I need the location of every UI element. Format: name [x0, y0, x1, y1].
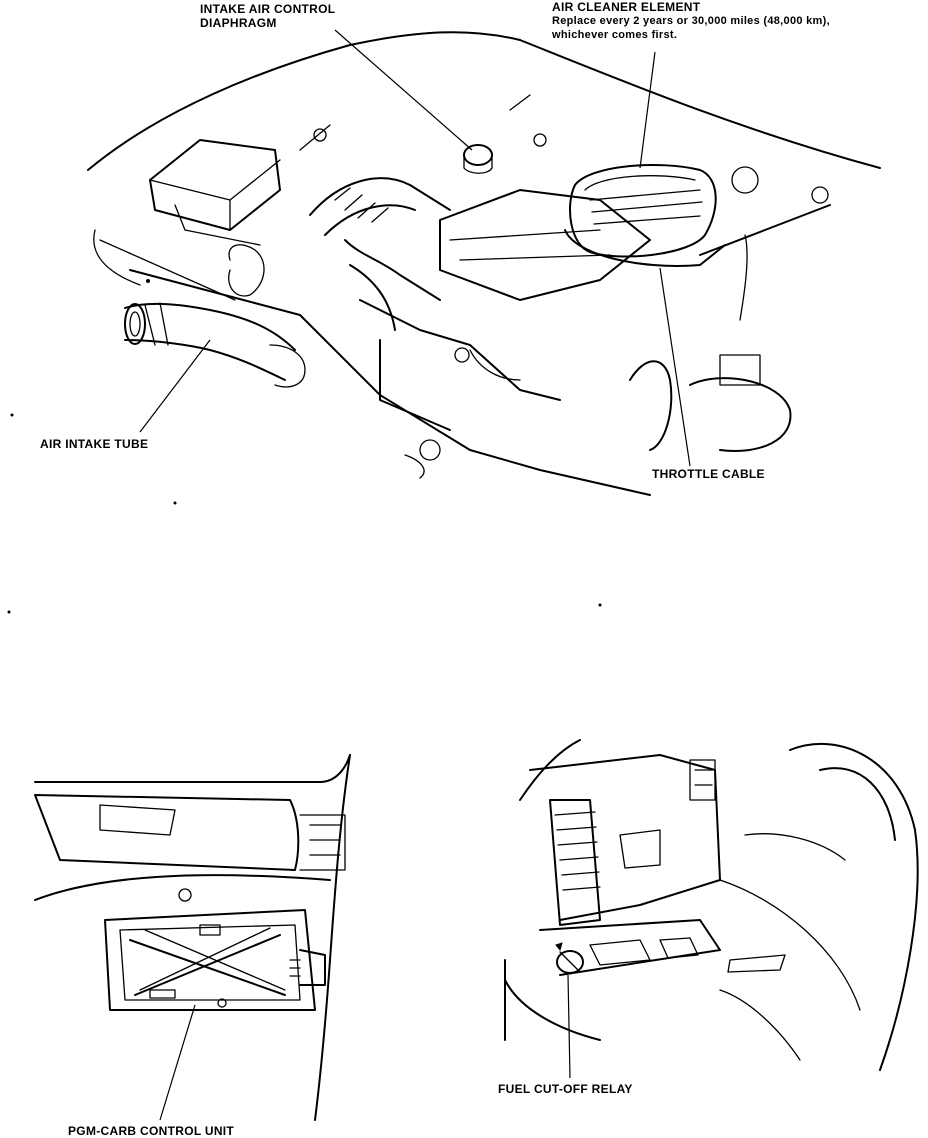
leader-air-intake-tube [139, 339, 211, 433]
leader-air-cleaner [639, 51, 656, 169]
leader-throttle-cable [659, 267, 691, 467]
leader-intake-air-control [334, 29, 473, 151]
fuel-cut-off-label: FUEL CUT-OFF RELAY [498, 1082, 633, 1096]
air-cleaner-note2: whichever comes first. [552, 29, 678, 41]
intake-air-control-label: INTAKE AIR CONTROL DIAPHRAGM [200, 2, 335, 30]
leader-fuel-cut-off [567, 974, 571, 1079]
glovebox-area [34, 754, 351, 1121]
throttle-cable-label: THROTTLE CABLE [652, 467, 765, 481]
intake-air-control-line2: DIAPHRAGM [200, 16, 277, 30]
leader-pgm-carb [159, 1004, 196, 1121]
air-cleaner-label: AIR CLEANER ELEMENT Replace every 2 year… [552, 0, 830, 42]
air-cleaner-title: AIR CLEANER ELEMENT [552, 0, 701, 14]
engine-compartment [87, 31, 881, 496]
air-cleaner-note1: Replace every 2 years or 30,000 miles (4… [552, 15, 830, 27]
air-intake-tube-label: AIR INTAKE TUBE [40, 437, 149, 451]
pgm-carb-label: PGM-CARB CONTROL UNIT [68, 1124, 235, 1138]
dash-right-area [504, 739, 919, 1071]
intake-air-control-line1: INTAKE AIR CONTROL [200, 2, 336, 16]
